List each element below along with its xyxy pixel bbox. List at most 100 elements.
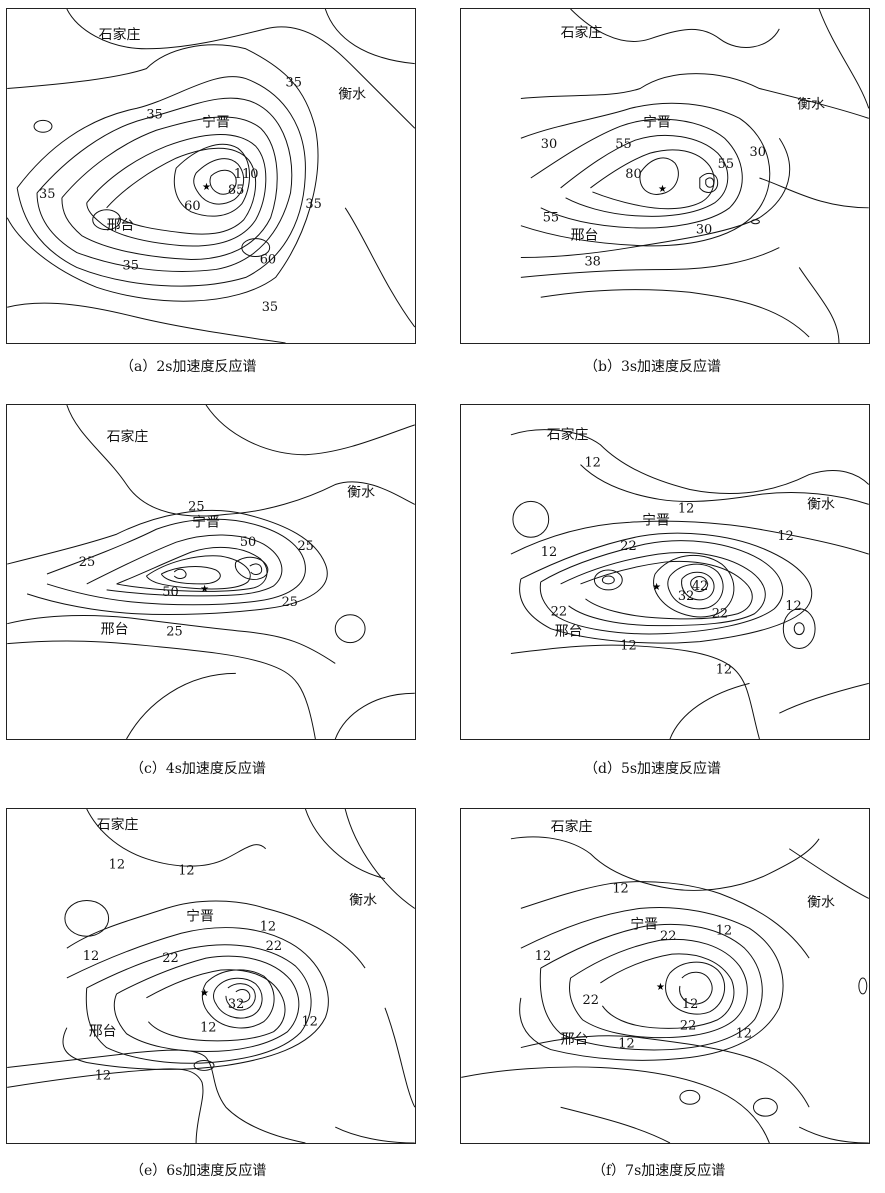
contour-map-e: 石家庄 衡水 宁晋 邢台 ★ 12 12 12 22 12 22 32 12 1… xyxy=(6,808,416,1144)
caption-e: （e）6s加速度反应谱 xyxy=(130,1163,267,1179)
contour-label: 22 xyxy=(266,939,282,954)
contour-label: 12 xyxy=(541,545,557,560)
city-hengshui: 衡水 xyxy=(347,484,375,500)
city-hengshui: 衡水 xyxy=(807,894,835,910)
contour-label: 32 xyxy=(228,997,244,1012)
contour-label: 12 xyxy=(301,1015,317,1030)
contour-map-c: 石家庄 衡水 宁晋 邢台 ★ 25 50 25 25 50 25 25 xyxy=(6,404,416,740)
contour-label: 25 xyxy=(297,539,313,554)
contour-label: 35 xyxy=(262,300,278,315)
contour-map-a: 石家庄 衡水 宁晋 邢台 ★ 35 35 35 110 85 60 35 60 … xyxy=(6,8,416,344)
contour-svg-d: 石家庄 衡水 宁晋 邢台 ★ 12 12 22 12 32 42 22 12 2… xyxy=(510,426,869,739)
city-xingtai: 邢台 xyxy=(107,218,135,234)
contour-label: 32 xyxy=(678,589,694,604)
contour-label: 35 xyxy=(305,197,321,212)
contour-label: 30 xyxy=(696,223,712,238)
contour-label: 22 xyxy=(582,993,598,1008)
contour-label: 22 xyxy=(712,607,728,622)
contour-label: 30 xyxy=(541,137,557,152)
epicenter-star: ★ xyxy=(200,988,209,999)
contour-label: 60 xyxy=(184,199,200,214)
contour-label: 12 xyxy=(612,882,628,897)
contour-label: 25 xyxy=(166,625,182,640)
contour-label: 50 xyxy=(240,535,256,550)
city-xingtai: 邢台 xyxy=(571,228,599,244)
city-xingtai: 邢台 xyxy=(561,1032,589,1048)
city-xingtai: 邢台 xyxy=(89,1024,117,1040)
caption-a: （a）2s加速度反应谱 xyxy=(120,359,257,375)
caption-b: （b）3s加速度反应谱 xyxy=(584,359,722,375)
contour-label: 12 xyxy=(736,1027,752,1042)
city-shijiazhuang: 石家庄 xyxy=(547,426,589,443)
contour-label: 55 xyxy=(718,157,734,172)
contour-svg-f: 石家庄 衡水 宁晋 邢台 ★ 12 12 22 12 22 12 22 12 1… xyxy=(461,818,869,1143)
contour-label: 50 xyxy=(162,585,178,600)
city-shijiazhuang: 石家庄 xyxy=(107,428,149,445)
contour-label: 12 xyxy=(200,1021,216,1036)
epicenter-star: ★ xyxy=(658,184,667,195)
contour-label: 12 xyxy=(716,923,732,938)
contour-label: 22 xyxy=(620,539,636,554)
caption-c: （c）4s加速度反应谱 xyxy=(130,761,266,777)
epicenter-star: ★ xyxy=(200,584,209,595)
city-hengshui: 衡水 xyxy=(338,86,366,102)
city-ningjin: 宁晋 xyxy=(186,907,214,924)
contour-label: 35 xyxy=(286,76,302,91)
caption-f: （f）7s加速度反应谱 xyxy=(592,1163,726,1179)
contour-label: 30 xyxy=(749,145,765,160)
epicenter-star: ★ xyxy=(656,982,665,993)
contour-label: 80 xyxy=(625,167,641,182)
contour-label: 12 xyxy=(620,639,636,654)
contour-svg-b: 石家庄 衡水 宁晋 邢台 ★ 30 55 80 55 30 55 30 38 xyxy=(520,9,869,343)
contour-label: 12 xyxy=(83,949,99,964)
contour-label: 25 xyxy=(79,555,95,570)
contour-label: 38 xyxy=(584,254,600,269)
contour-label: 22 xyxy=(551,605,567,620)
contour-label: 55 xyxy=(615,137,631,152)
caption-d: （d）5s加速度反应谱 xyxy=(584,761,722,777)
contour-label: 25 xyxy=(282,595,298,610)
contour-label: 12 xyxy=(682,997,698,1012)
contour-label: 25 xyxy=(188,499,204,514)
contour-label: 22 xyxy=(162,951,178,966)
city-shijiazhuang: 石家庄 xyxy=(97,816,139,833)
city-shijiazhuang: 石家庄 xyxy=(561,24,603,41)
city-ningjin: 宁晋 xyxy=(643,113,671,130)
contour-map-d: 石家庄 衡水 宁晋 邢台 ★ 12 12 22 12 32 42 22 12 2… xyxy=(460,404,870,740)
contour-label: 22 xyxy=(660,929,676,944)
city-xingtai: 邢台 xyxy=(555,624,583,640)
contour-label: 12 xyxy=(618,1037,634,1052)
contour-label: 12 xyxy=(716,662,732,677)
city-ningjin: 宁晋 xyxy=(642,511,670,528)
contour-label: 85 xyxy=(228,183,244,198)
contour-label: 35 xyxy=(146,107,162,122)
contour-label: 42 xyxy=(692,579,708,594)
contour-map-b: 石家庄 衡水 宁晋 邢台 ★ 30 55 80 55 30 55 30 38 xyxy=(460,8,870,344)
contour-label: 12 xyxy=(777,529,793,544)
contour-svg-c: 石家庄 衡水 宁晋 邢台 ★ 25 50 25 25 50 25 25 xyxy=(7,405,415,739)
contour-label: 22 xyxy=(680,1019,696,1034)
contour-label: 12 xyxy=(260,919,276,934)
epicenter-star: ★ xyxy=(652,582,661,593)
city-hengshui: 衡水 xyxy=(797,96,825,112)
contour-label: 12 xyxy=(178,864,194,879)
contour-label: 35 xyxy=(39,187,55,202)
contour-label: 55 xyxy=(543,211,559,226)
contour-label: 12 xyxy=(785,599,801,614)
epicenter-star: ★ xyxy=(202,182,211,193)
city-hengshui: 衡水 xyxy=(349,892,377,908)
contour-label: 35 xyxy=(123,258,139,273)
contour-svg-a: 石家庄 衡水 宁晋 邢台 ★ 35 35 35 110 85 60 35 60 … xyxy=(7,9,415,343)
contour-label: 12 xyxy=(584,456,600,471)
contour-label: 12 xyxy=(535,949,551,964)
city-shijiazhuang: 石家庄 xyxy=(551,818,593,835)
contour-label: 110 xyxy=(234,167,259,182)
city-ningjin: 宁晋 xyxy=(202,113,230,130)
city-ningjin: 宁晋 xyxy=(192,513,220,530)
contour-svg-e: 石家庄 衡水 宁晋 邢台 ★ 12 12 12 22 12 22 32 12 1… xyxy=(7,809,415,1143)
contour-label: 12 xyxy=(95,1068,111,1083)
contour-label: 12 xyxy=(678,501,694,516)
city-hengshui: 衡水 xyxy=(807,496,835,512)
city-xingtai: 邢台 xyxy=(101,622,129,638)
city-ningjin: 宁晋 xyxy=(630,915,658,932)
